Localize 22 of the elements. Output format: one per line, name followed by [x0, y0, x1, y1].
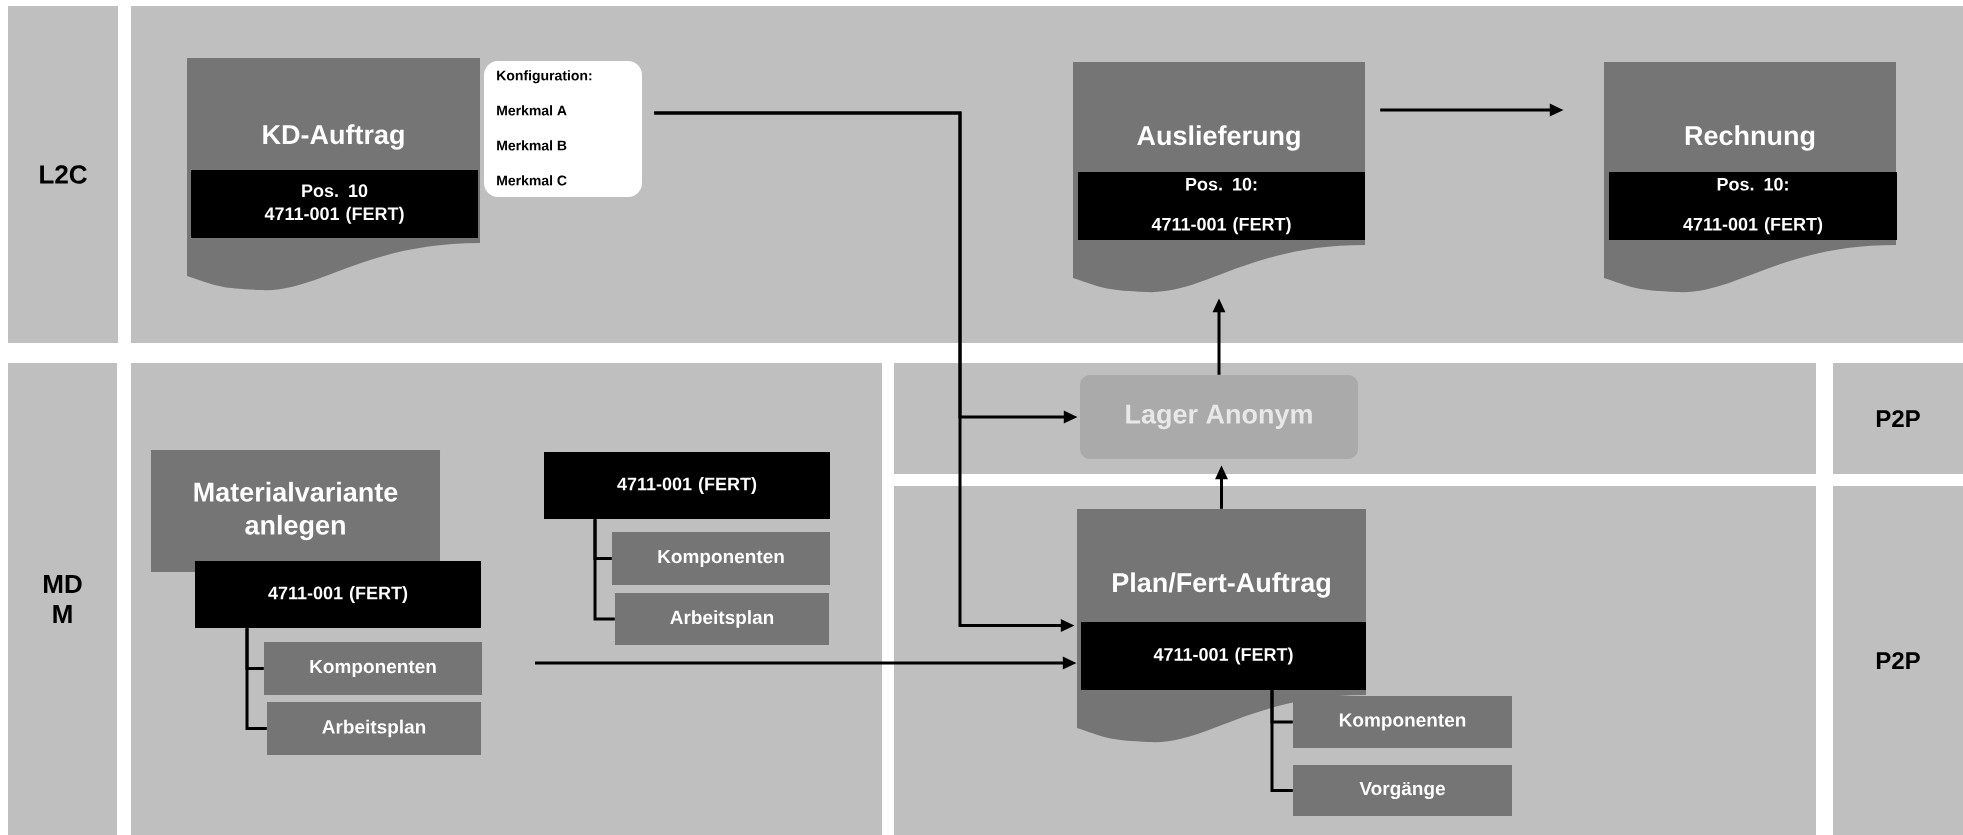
- material-box: 4711-001 (FERT): [544, 452, 830, 519]
- process-box: Vorgänge: [1293, 765, 1512, 816]
- process-box: Komponenten: [264, 642, 482, 695]
- material-box: 4711-001 (FERT): [1081, 622, 1366, 690]
- configuration-card: Konfiguration: Merkmal A Merkmal B Merkmal C: [484, 61, 642, 197]
- lane-label: P2P: [1833, 486, 1963, 835]
- process-box: Materialvariante anlegen: [151, 450, 440, 572]
- material-box: Pos. 10: 4711-001 (FERT): [1078, 172, 1365, 240]
- storage-box: Lager Anonym: [1080, 375, 1358, 459]
- tree-line: [593, 519, 615, 621]
- lane-label: P2P: [1833, 363, 1963, 474]
- process-box: Arbeitsplan: [267, 702, 481, 755]
- material-box: Pos. 10: 4711-001 (FERT): [1609, 172, 1897, 240]
- lane-label: L2C: [8, 6, 118, 343]
- tree-line: [1270, 690, 1293, 792]
- lane-label: MD M: [8, 363, 117, 835]
- material-box: 4711-001 (FERT): [195, 561, 481, 628]
- process-box: Komponenten: [612, 532, 830, 585]
- process-box: Arbeitsplan: [615, 593, 829, 645]
- process-box: Komponenten: [1293, 696, 1512, 748]
- tree-line: [245, 628, 267, 730]
- material-box: Pos. 10 4711-001 (FERT): [191, 170, 478, 238]
